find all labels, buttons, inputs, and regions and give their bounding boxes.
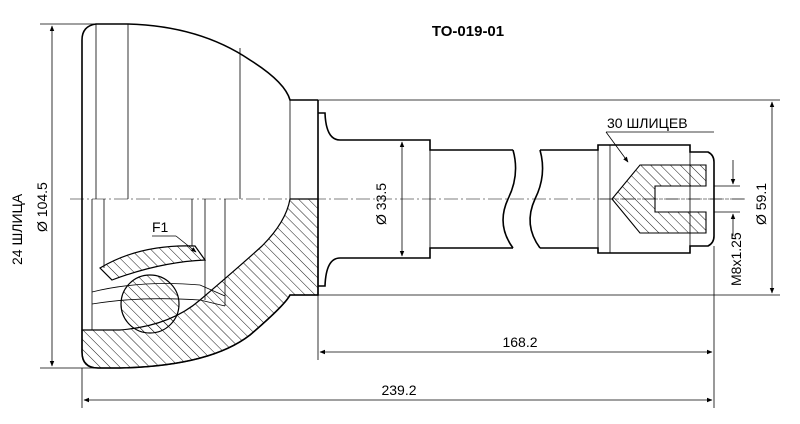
stub-splines-callout: 30 ШЛИЦЕВ: [605, 115, 714, 163]
dim-stub-diameter: Ø 59.1: [318, 99, 780, 296]
outer-splines-label: 24 ШЛИЦА: [9, 193, 25, 265]
stub-splines-label: 30 ШЛИЦЕВ: [607, 115, 688, 131]
ball: [120, 274, 180, 334]
shaft-diameter-label: Ø 33.5: [373, 183, 389, 225]
dim-outer-diameter: Ø 104.5 24 ШЛИЦА: [9, 23, 96, 369]
f1-callout: F1: [152, 219, 197, 253]
stub-length-label: 168.2: [502, 334, 537, 350]
dim-thread: M8x1.25: [714, 160, 744, 286]
dim-stub-length: 168.2: [317, 246, 715, 408]
outer-diameter-label: Ø 104.5: [34, 182, 50, 232]
dim-shaft-diameter: Ø 33.5: [373, 141, 405, 257]
overall-length-label: 239.2: [381, 382, 416, 398]
dim-overall-length: 239.2: [81, 368, 713, 408]
stub-diameter-label: Ø 59.1: [753, 183, 769, 225]
drawing-title: TO-019-01: [432, 23, 504, 40]
stub-shaft: [318, 112, 745, 287]
f1-label: F1: [152, 219, 169, 235]
thread-label: M8x1.25: [728, 232, 744, 286]
outer-housing: [81, 23, 319, 369]
